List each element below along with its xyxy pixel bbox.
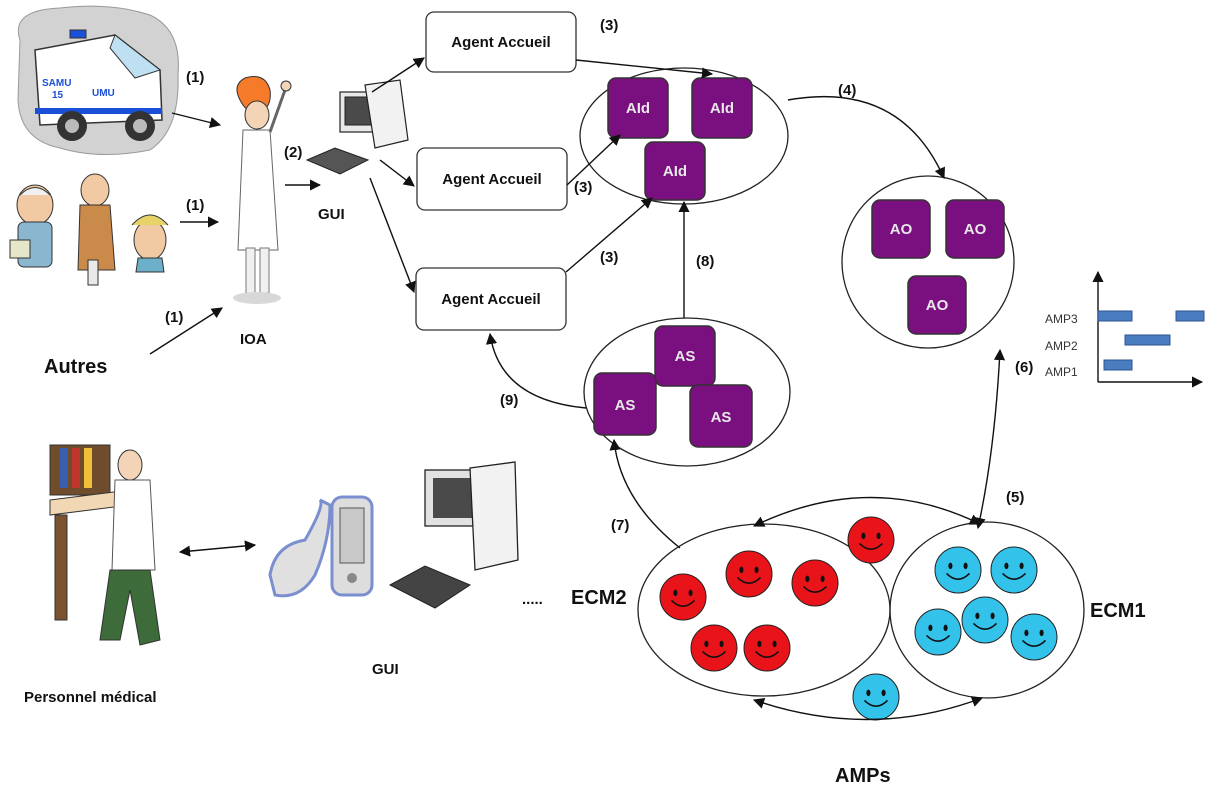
ao-agent: [871, 199, 931, 259]
blue-smiley-face: [852, 673, 900, 721]
ambulance-illustration: SAMU 15 UMU: [17, 5, 179, 155]
patients-illustration: [9, 173, 169, 286]
gantt-bar-amp2: [1124, 334, 1171, 346]
red-smiley-face: [659, 573, 707, 621]
red-face-group: [659, 516, 895, 672]
ioa-label: IOA: [240, 331, 267, 348]
amps-label: AMPs: [835, 765, 891, 787]
as-label: AS: [711, 409, 732, 426]
aid-label: AId: [626, 100, 650, 117]
as-group: AS AS AS: [583, 317, 791, 467]
gui-top-label: GUI: [318, 206, 345, 223]
red-smiley-face: [847, 516, 895, 564]
ioa-nurse-illustration: [233, 76, 292, 304]
step-label: (3): [600, 249, 618, 266]
gantt-label-amp2: AMP2: [1045, 339, 1078, 353]
agent-accueil-box: Agent Accueil: [416, 147, 568, 211]
step-label: (1): [186, 69, 204, 86]
red-smiley-face: [725, 550, 773, 598]
blue-smiley-face: [934, 546, 982, 594]
gui-bottom-label: GUI: [372, 661, 399, 678]
ao-label: AO: [890, 221, 913, 238]
as-agent: [689, 384, 753, 448]
blue-smiley-face: [990, 546, 1038, 594]
step-label: (2): [284, 144, 302, 161]
red-smiley-face: [690, 624, 738, 672]
gantt-label-amp1: AMP1: [1045, 365, 1078, 379]
step-label: (7): [611, 517, 629, 534]
step-label: (5): [1006, 489, 1024, 506]
ao-group: AO AO AO: [841, 175, 1015, 349]
step-label: (1): [186, 197, 204, 214]
aid-label: AId: [663, 163, 687, 180]
ambulance-text-umu: UMU: [92, 88, 115, 99]
as-label: AS: [615, 397, 636, 414]
aid-agent: [691, 77, 753, 139]
step-label: (1): [165, 309, 183, 326]
blue-smiley-face: [914, 608, 962, 656]
agent-accueil-box: Agent Accueil: [425, 11, 577, 73]
aid-group: AId AId AId: [579, 67, 789, 205]
ao-agent: [907, 275, 967, 335]
aid-agent: [607, 77, 669, 139]
step-label: (4): [838, 82, 856, 99]
ao-label: AO: [964, 221, 987, 238]
as-agent: [654, 325, 716, 387]
gantt-bar-amp3-b: [1175, 310, 1205, 322]
step-label: (9): [500, 392, 518, 409]
step-label: (8): [696, 253, 714, 270]
arrows-left: [149, 57, 425, 557]
ambulance-text-15: 15: [52, 90, 64, 101]
ao-label: AO: [926, 297, 949, 314]
agent-accueil-label: Agent Accueil: [442, 171, 541, 188]
step-label: (6): [1015, 359, 1033, 376]
as-agent: [593, 372, 657, 436]
personnel-label: Personnel médical: [24, 689, 157, 706]
labels: (1) (1) (1) (2) (3) (3) (3) (4) (5) (6) …: [24, 17, 1146, 787]
red-smiley-face: [743, 624, 791, 672]
gantt-chart: AMP3 AMP2 AMP1: [1045, 270, 1205, 388]
gantt-label-amp3: AMP3: [1045, 312, 1078, 326]
medical-staff-illustration: [49, 444, 161, 646]
aid-agent: [644, 141, 706, 201]
agent-accueil-label: Agent Accueil: [451, 34, 550, 51]
blue-face-group: [852, 546, 1058, 721]
gui-computer-top-illustration: [305, 79, 409, 175]
gantt-bar-amp1: [1103, 359, 1133, 371]
blue-smiley-face: [961, 596, 1009, 644]
gui-devices-illustration: [268, 461, 519, 609]
ellipsis-dots: .....: [522, 591, 543, 608]
ecm2-label: ECM2: [571, 587, 627, 609]
agent-accueil-label: Agent Accueil: [441, 291, 540, 308]
gantt-bar-amp3-a: [1097, 310, 1133, 322]
autres-label: Autres: [44, 356, 107, 378]
ao-agent: [945, 199, 1005, 259]
as-label: AS: [675, 348, 696, 365]
step-label: (3): [600, 17, 618, 34]
ambulance-text-samu: SAMU: [42, 78, 71, 89]
ecm1-label: ECM1: [1090, 600, 1146, 622]
blue-smiley-face: [1010, 613, 1058, 661]
step-label: (3): [574, 179, 592, 196]
agent-accueil-box: Agent Accueil: [415, 267, 567, 331]
arrows-right: [485, 59, 1006, 721]
red-smiley-face: [791, 559, 839, 607]
aid-label: AId: [710, 100, 734, 117]
